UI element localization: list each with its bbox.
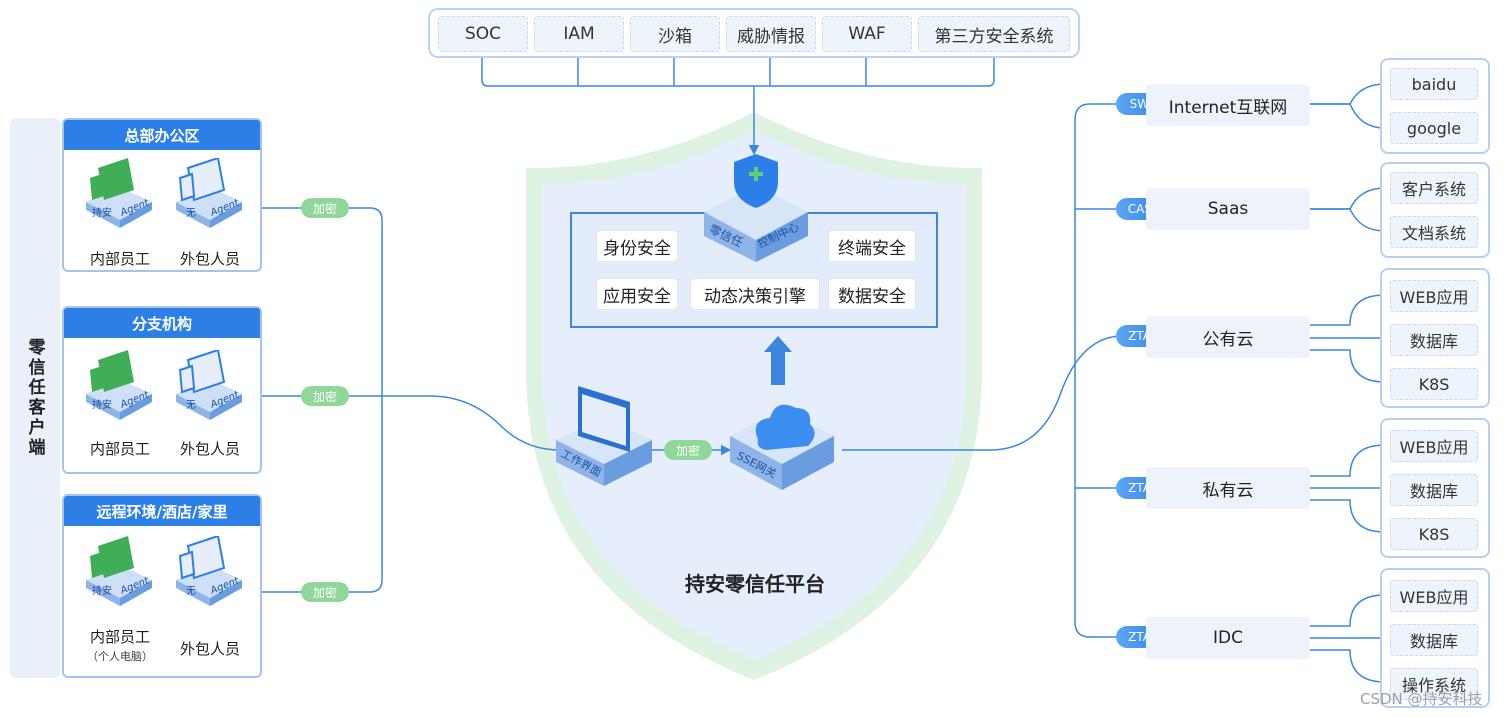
right-lines: [842, 78, 1391, 688]
up-arrow: [764, 336, 792, 385]
item-web-app: WEB应用: [1390, 280, 1478, 312]
target-saas: Saas: [1146, 188, 1310, 230]
encrypt-pill: 加密: [664, 440, 712, 460]
top-system-soc: SOC: [438, 16, 528, 52]
no-agent-device-icon: 无 Agent: [176, 536, 242, 606]
no-agent-device-icon: 无 Agent: [176, 350, 242, 420]
item-k8s: K8S: [1390, 518, 1478, 550]
top-system-threat-intel: 威胁情报: [726, 16, 816, 52]
module-decision-engine: 动态决策引擎: [690, 278, 820, 310]
target-public-cloud: 公有云: [1146, 316, 1310, 358]
items-idc: WEB应用 数据库 操作系统: [1380, 568, 1490, 708]
device-badge: 持安: [92, 584, 112, 597]
item-google: google: [1390, 112, 1478, 144]
top-system-third-party: 第三方安全系统: [918, 16, 1070, 52]
item-database: 数据库: [1390, 624, 1478, 656]
top-system-waf: WAF: [822, 16, 912, 52]
group-title: 远程环境/酒店/家里: [64, 496, 260, 526]
group-remote: 远程环境/酒店/家里 持安 Agent 无 Agent 内部员工 （个人电脑） …: [62, 494, 262, 678]
items-public-cloud: WEB应用 数据库 K8S: [1380, 268, 1490, 408]
control-center-panel: 身份安全 终端安全 应用安全 动态决策引擎 数据安全: [570, 212, 938, 328]
item-document-system: 文档系统: [1390, 216, 1478, 248]
module-identity: 身份安全: [596, 230, 678, 262]
item-web-app: WEB应用: [1390, 430, 1478, 462]
platform-title: 持安零信任平台: [685, 572, 825, 596]
device-badge: 无: [186, 586, 196, 597]
group-branch: 分支机构 持安 Agent 无 Agent 内部员工 外包人员: [62, 306, 262, 474]
group-title: 分支机构: [64, 308, 260, 338]
client-side-title: 零信任客户端: [10, 118, 60, 678]
top-system-sandbox: 沙箱: [630, 16, 720, 52]
encrypt-pill: 加密: [301, 198, 349, 218]
item-database: 数据库: [1390, 324, 1478, 356]
device-label: 内部员工: [89, 440, 150, 458]
items-saas: 客户系统 文档系统: [1380, 162, 1490, 258]
agent-device-icon: 持安 Agent: [86, 536, 152, 606]
item-customer-system: 客户系统: [1390, 172, 1478, 204]
item-os: 操作系统: [1390, 668, 1478, 700]
device-label: 外包人员: [179, 250, 240, 268]
device-label: 外包人员: [179, 640, 240, 658]
item-web-app: WEB应用: [1390, 580, 1478, 612]
target-private-cloud: 私有云: [1146, 467, 1310, 509]
device-label: 内部员工: [89, 250, 150, 268]
device-badge: 无: [186, 208, 196, 219]
no-agent-device-icon: 无 Agent: [176, 158, 242, 228]
client-title-text: 零信任客户端: [24, 338, 45, 458]
items-internet: baidu google: [1380, 58, 1490, 154]
device-badge: 持安: [92, 398, 112, 411]
target-idc: IDC: [1146, 617, 1310, 659]
encrypt-pill: 加密: [301, 582, 349, 602]
top-integration-bar: SOC IAM 沙箱 威胁情报 WAF 第三方安全系统: [428, 8, 1080, 58]
item-k8s: K8S: [1390, 368, 1478, 400]
item-baidu: baidu: [1390, 68, 1478, 100]
module-data: 数据安全: [828, 278, 916, 310]
device-badge: 无: [186, 400, 196, 411]
item-database: 数据库: [1390, 474, 1478, 506]
device-label: 外包人员: [179, 440, 240, 458]
top-system-iam: IAM: [534, 16, 624, 52]
group-hq: 总部办公区 持安 Agent 无 Agent 内部员工 外包人员: [62, 118, 262, 272]
target-internet: Internet互联网: [1146, 84, 1310, 126]
items-private-cloud: WEB应用 数据库 K8S: [1380, 418, 1490, 558]
device-label: 内部员工: [89, 628, 150, 646]
device-sublabel: （个人电脑）: [87, 650, 153, 663]
device-badge: 持安: [92, 206, 112, 219]
module-application: 应用安全: [596, 278, 678, 310]
group-title: 总部办公区: [64, 120, 260, 150]
encrypt-pill: 加密: [301, 386, 349, 406]
agent-device-icon: 持安 Agent: [86, 158, 152, 228]
module-endpoint: 终端安全: [828, 230, 916, 262]
watermark: CSDN @持安科技: [1360, 690, 1483, 708]
agent-device-icon: 持安 Agent: [86, 350, 152, 420]
